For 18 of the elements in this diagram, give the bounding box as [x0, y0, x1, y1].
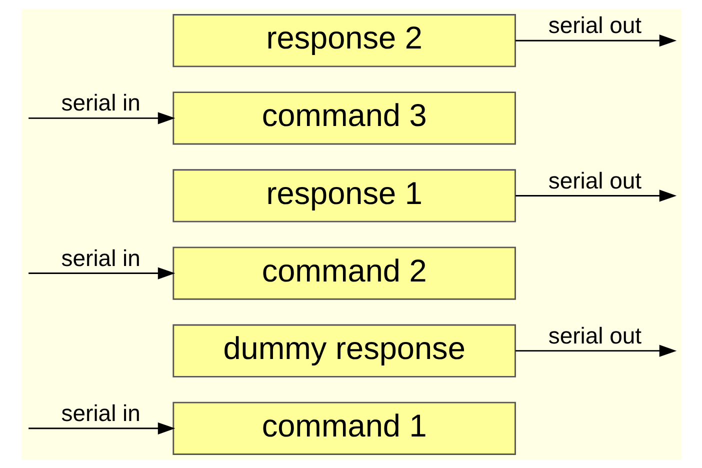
node-box: command 3 [172, 91, 516, 144]
node-box: response 1 [172, 168, 516, 222]
arrow [28, 266, 175, 279]
node-box: command 2 [172, 246, 516, 300]
arrow [515, 189, 676, 202]
edge-label: serial out [548, 12, 642, 38]
arrow [28, 112, 175, 124]
edge-label: serial in [60, 399, 140, 426]
arrow [28, 422, 175, 434]
edge-label: serial out [548, 322, 642, 348]
edge-label: serial in [60, 244, 140, 270]
edge-label: serial in [60, 89, 140, 116]
edge-label: serial out [548, 166, 642, 193]
node-box: response 2 [172, 14, 516, 67]
node-box: command 1 [172, 401, 516, 454]
arrow [515, 344, 676, 356]
arrow [515, 34, 676, 46]
node-box: dummy response [172, 324, 516, 377]
